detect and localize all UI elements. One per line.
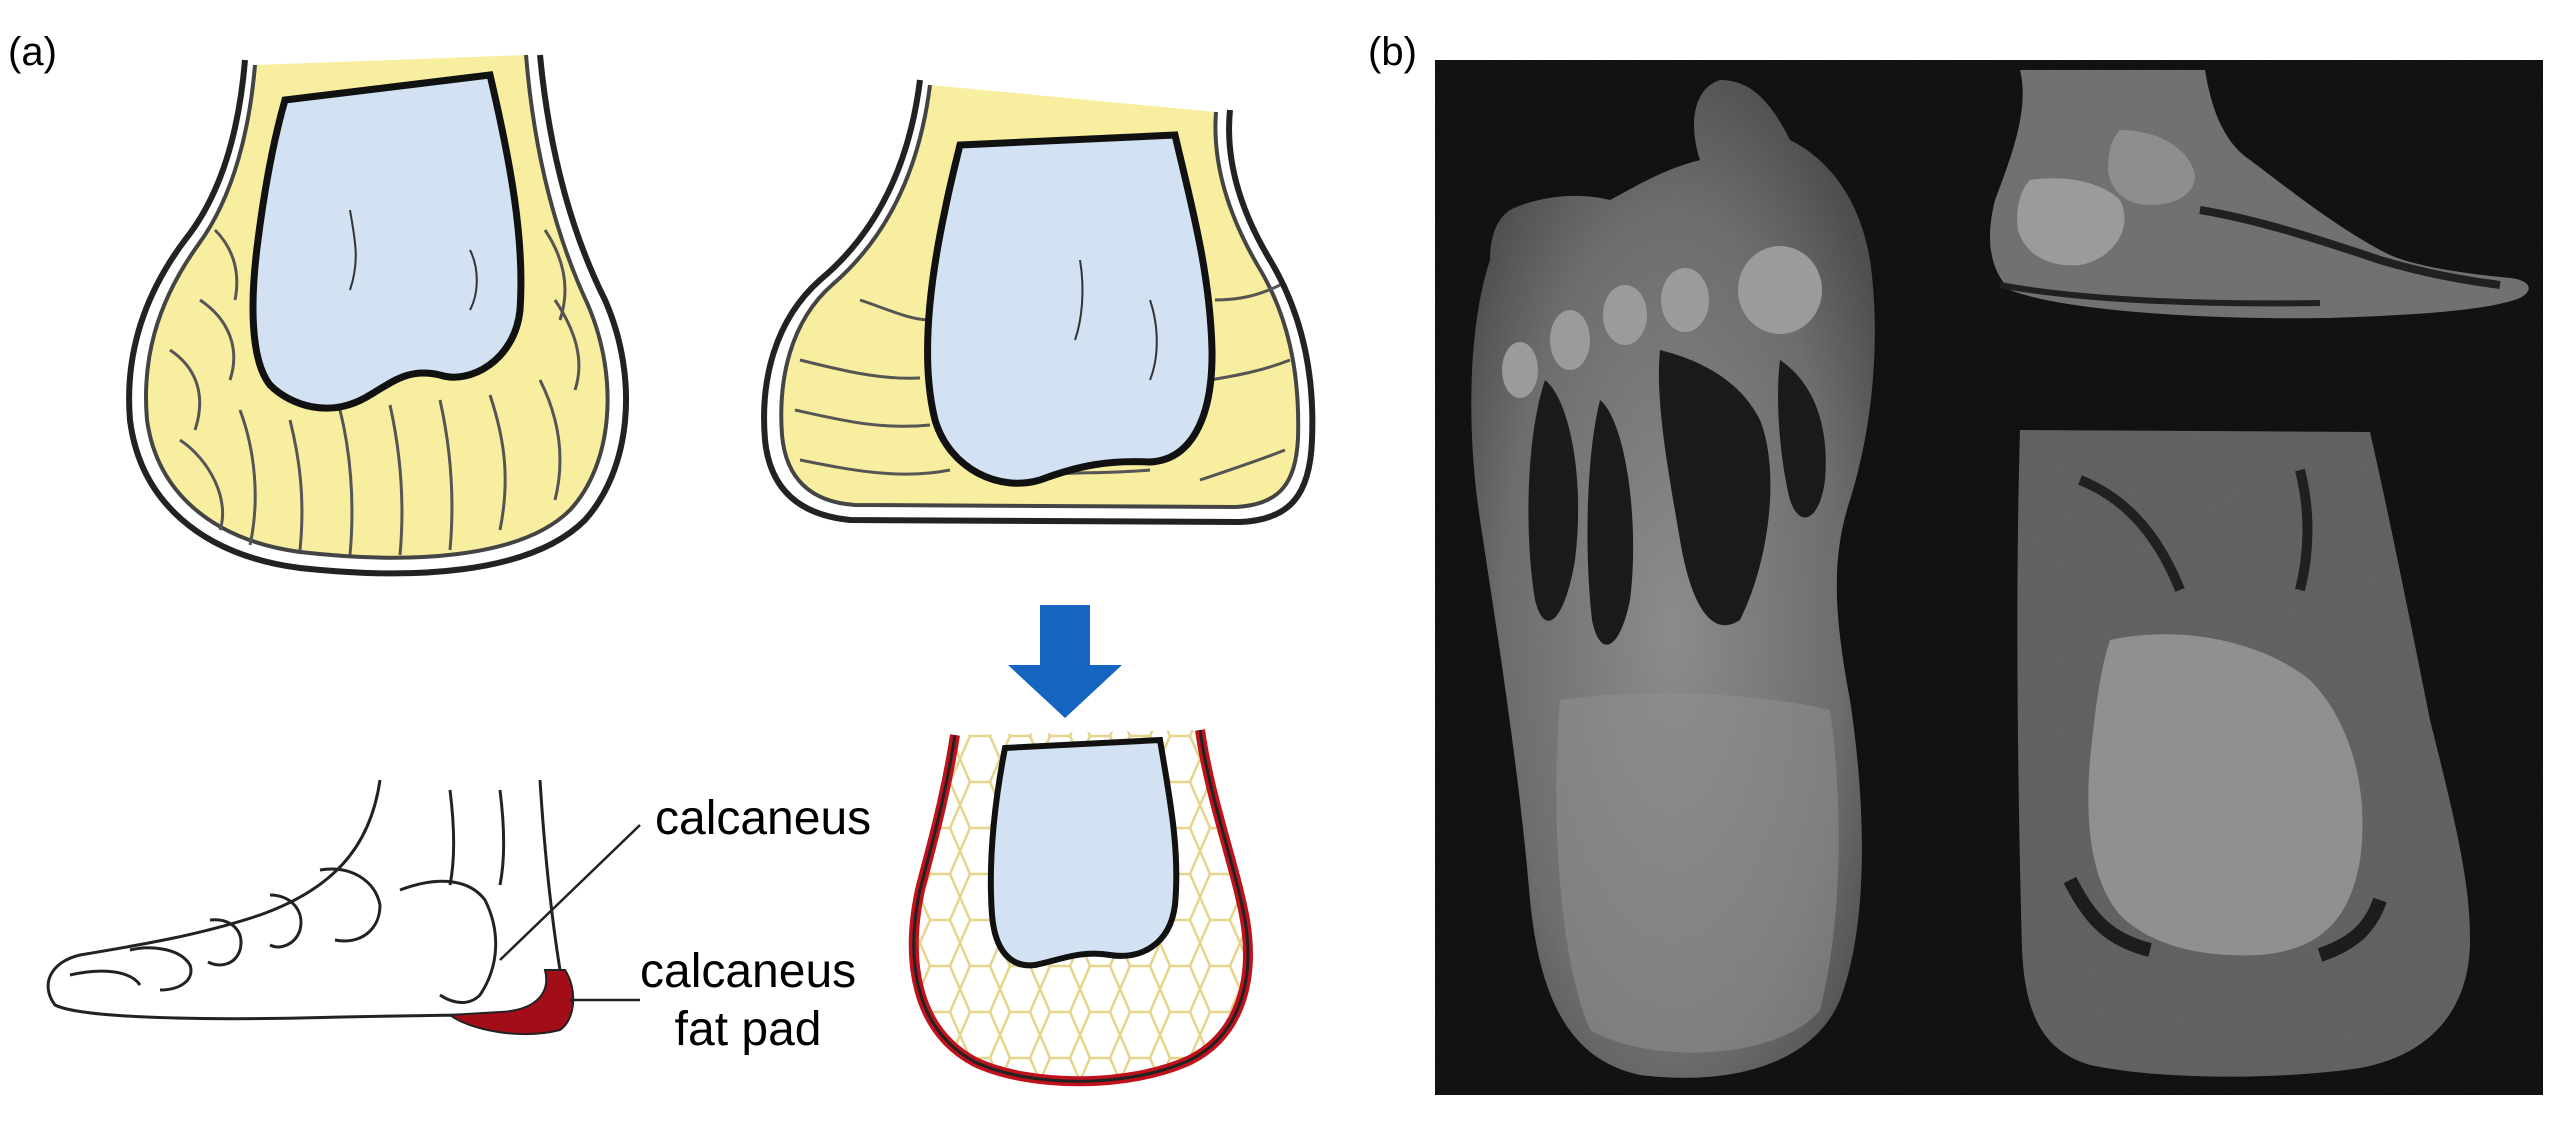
fat-lobules bbox=[169, 228, 581, 556]
fat-lobules-compressed bbox=[794, 283, 1291, 482]
label-calcaneus: calcaneus bbox=[655, 792, 872, 845]
heel-section-compressed bbox=[761, 79, 1316, 526]
label-fat-pad-line1: calcaneus bbox=[640, 945, 857, 998]
label-fat-pad-line2: fat pad bbox=[674, 1003, 822, 1056]
panel-label-b: (b) bbox=[1368, 30, 1417, 74]
calcaneus-bone-compressed bbox=[924, 131, 1216, 487]
leader-line-calcaneus bbox=[499, 824, 641, 961]
mri-panel bbox=[1435, 60, 2543, 1095]
foot-outline bbox=[46, 779, 562, 1021]
calcaneus-bone-normal bbox=[249, 71, 525, 412]
calcaneus-bone-honeycomb bbox=[987, 736, 1180, 969]
panel-label-a: (a) bbox=[8, 30, 57, 74]
heel-section-honeycomb bbox=[908, 729, 1253, 1087]
label-calcaneus-fat-pad: calcaneus fat pad bbox=[640, 943, 856, 1059]
compression-arrow-icon bbox=[1008, 605, 1122, 718]
heel-section-normal bbox=[126, 54, 629, 577]
